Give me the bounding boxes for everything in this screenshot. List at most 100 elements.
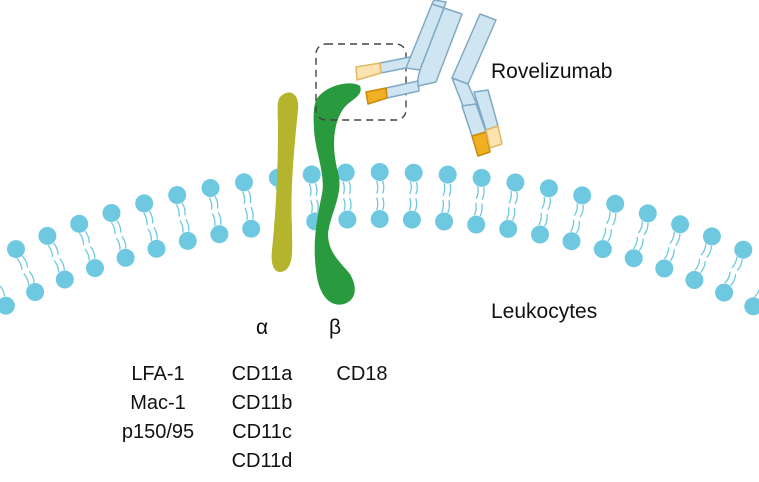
lipid-tail: [506, 207, 510, 220]
antibody-left-heavy-arm: [365, 80, 420, 105]
lipid-head-outer: [606, 194, 625, 213]
alpha-subunit-item: CD11a: [231, 363, 293, 385]
lipid-head-inner: [116, 248, 135, 267]
lipid-head-outer: [671, 215, 690, 234]
lipid-tail: [441, 199, 445, 213]
lipid-tail: [78, 232, 85, 246]
lipid-tail: [181, 202, 186, 216]
lipid-tail: [208, 197, 213, 210]
rovelizumab-antibody: [355, 0, 503, 157]
lipid-tail: [700, 261, 706, 274]
lipid-tail: [23, 273, 30, 286]
lipid-tail: [547, 197, 551, 211]
lipid-tail: [143, 212, 148, 226]
lipid-head-inner: [147, 239, 166, 258]
lipid-tail: [147, 228, 153, 241]
lipid-head-inner: [178, 231, 197, 250]
lipid-tail: [573, 203, 578, 217]
lipid-head-inner: [562, 232, 581, 251]
lipid-tail: [408, 197, 412, 211]
lipid-tail: [706, 245, 713, 258]
lipid-tail: [185, 218, 190, 232]
cell-membrane: [0, 163, 759, 316]
lipid-tail: [643, 222, 649, 236]
lipid-head-outer: [70, 214, 89, 233]
lipid-head-inner: [655, 259, 674, 278]
leukocytes-label: Leukocytes: [491, 300, 598, 323]
lipid-head-outer: [38, 226, 57, 245]
lipid-tail: [570, 219, 575, 233]
lipid-tail: [731, 256, 738, 269]
lipid-tail: [575, 220, 581, 234]
lipid-head-outer: [201, 179, 220, 197]
lipid-tail: [179, 220, 184, 233]
lipid-tail: [579, 204, 584, 218]
antibody-left-light-arm: [355, 56, 412, 81]
lipid-head-outer: [336, 163, 355, 182]
lipid-head-inner: [531, 225, 549, 244]
lipid-head-outer: [235, 173, 253, 192]
lipid-head-outer: [102, 204, 121, 222]
lipid-tail: [409, 181, 412, 195]
lipid-tail: [514, 191, 518, 205]
lipid-head-outer: [404, 163, 423, 182]
lipid-tail: [724, 271, 731, 284]
lipid-tail: [53, 242, 59, 255]
lipid-tail: [211, 213, 216, 226]
lipid-tail: [754, 288, 759, 298]
lipid-tail: [84, 248, 90, 261]
lipid-head-outer: [573, 186, 592, 205]
lipid-tail: [675, 233, 681, 246]
alpha-label: α: [256, 316, 269, 339]
lipid-head-inner: [86, 259, 104, 278]
lipid-tail: [669, 249, 675, 262]
integrin-item: p150/95: [121, 421, 195, 443]
lipid-tail: [442, 183, 446, 197]
lipid-tail: [607, 229, 613, 242]
beta-chain: [313, 83, 361, 305]
rovelizumab-label: Rovelizumab: [491, 60, 613, 83]
lipid-head-outer: [438, 165, 457, 184]
lipid-tail: [247, 190, 252, 204]
lipid-tail: [16, 258, 23, 271]
beta-subunit-item: CD18: [336, 363, 388, 385]
lipid-head-inner: [26, 283, 45, 301]
lipid-tail: [511, 207, 516, 221]
lipid-tail: [376, 180, 379, 194]
lipid-head-outer: [302, 165, 321, 184]
lipid-tail: [508, 190, 512, 204]
lipid-head-inner: [338, 210, 357, 229]
lipid-tail: [638, 238, 644, 251]
lipid-head-outer: [734, 240, 753, 259]
lipid-head-outer: [702, 227, 721, 246]
lipid-tail: [217, 212, 222, 225]
lipid-tail: [544, 213, 548, 227]
lipid-tail: [115, 237, 121, 251]
lipid-tail: [348, 181, 351, 195]
lipid-head-inner: [402, 210, 421, 229]
lipid-tail: [415, 181, 418, 195]
alpha-subunit-list: CD11a CD11b CD11c CD11d: [222, 360, 302, 476]
lipid-tail: [121, 236, 127, 249]
lipid-tail: [84, 230, 90, 244]
antibody-hinge: [405, 0, 463, 87]
alpha-subunit-item: CD11d: [231, 450, 293, 472]
lipid-head-inner: [435, 212, 454, 231]
lipid-tail: [606, 211, 611, 225]
lipid-head-inner: [467, 215, 486, 234]
lipid-tail: [538, 212, 542, 226]
lipid-tail: [632, 236, 638, 250]
lipid-tail: [314, 183, 318, 196]
lipid-tail: [669, 231, 675, 244]
lipid-tail: [59, 257, 65, 271]
lipid-head-inner: [685, 271, 704, 289]
alpha-chain: [271, 92, 299, 272]
lipid-head-outer: [168, 186, 187, 205]
lipid-tail: [376, 197, 379, 211]
lipid-tail: [90, 246, 96, 259]
integrin-list: LFA-1 Mac-1 p150/95: [108, 360, 208, 447]
lipid-head-inner: [715, 283, 734, 302]
lipid-tail: [47, 244, 54, 257]
lipid-tail: [541, 196, 546, 210]
alpha-subunit-item: CD11c: [232, 421, 292, 443]
